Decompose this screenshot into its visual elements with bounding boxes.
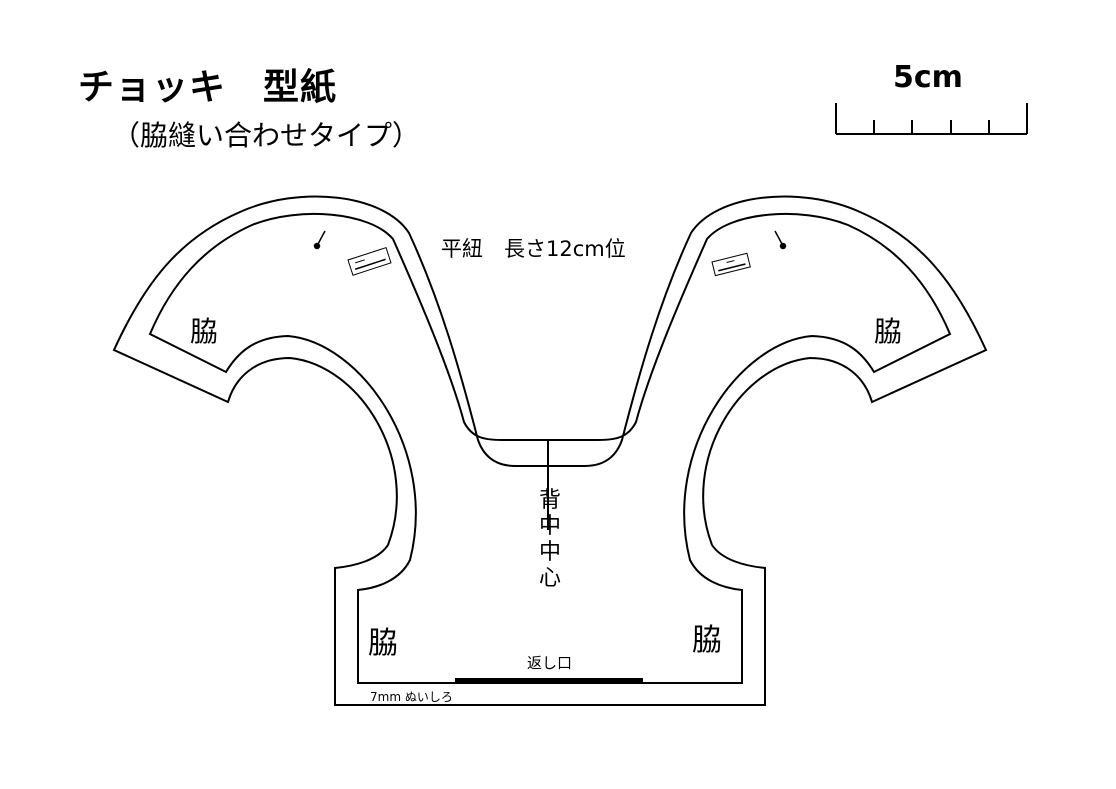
strap-label: 平紐 長さ12cm位	[441, 237, 626, 261]
tag-label-right	[711, 252, 751, 277]
strap-mark-left	[313, 230, 326, 250]
pattern-title: チョッキ 型紙	[78, 67, 338, 108]
strap-mark-right	[774, 230, 787, 250]
side-label-lower-left: 脇	[368, 626, 398, 661]
side-label-upper-left: 脇	[190, 315, 219, 348]
tag-label-left	[347, 247, 392, 276]
side-label-lower-right: 脇	[692, 623, 722, 658]
scale-bar	[835, 103, 1028, 135]
side-label-upper-right: 脇	[874, 315, 903, 348]
turn-opening-label: 返し口	[527, 654, 573, 672]
back-center-label: 背中中心	[538, 488, 561, 591]
pattern-subtitle: （脇縫い合わせタイプ）	[112, 119, 421, 152]
outer-cut-line	[112, 195, 988, 706]
scale-label: 5cm	[893, 60, 963, 95]
inner-sewing-line	[148, 212, 952, 684]
seam-allowance-label: 7mm ぬいしろ	[370, 690, 453, 704]
